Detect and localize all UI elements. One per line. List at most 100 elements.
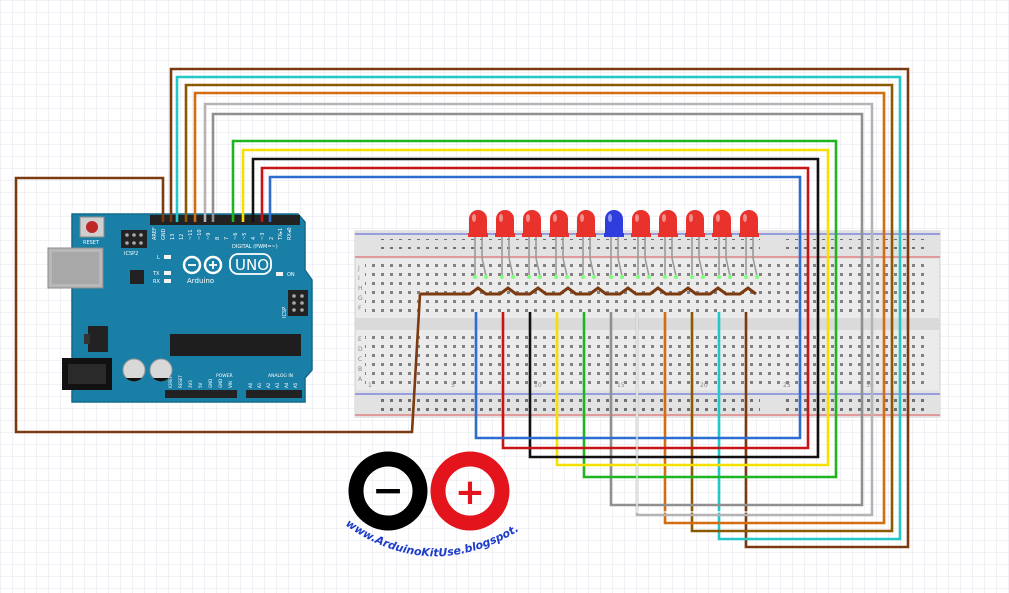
reset-label: RESET: [83, 240, 100, 246]
red-led: [549, 210, 569, 279]
power-pin-label: VIN: [228, 381, 233, 388]
jumper-wire: [231, 139, 838, 479]
rx-led: [164, 279, 171, 283]
digital-pin-label: 7: [224, 237, 230, 240]
digital-label: DIGITAL (PWM=~): [232, 244, 278, 250]
l-label: L: [157, 255, 160, 261]
power-pin-label: 5V: [198, 382, 203, 388]
row-letter: B: [358, 366, 362, 373]
digital-pin-label: ~3: [260, 233, 266, 240]
analog-pin-label: A1: [257, 382, 262, 388]
icsp2-header: [121, 230, 147, 248]
row-letter: D: [358, 346, 363, 353]
brand-label: Arduino: [187, 277, 214, 285]
power-pin-label: GND: [218, 379, 223, 388]
digital-pin-label: 2: [269, 237, 275, 240]
uno-badge: [229, 253, 272, 275]
analog-pin-label: A0: [248, 382, 253, 388]
power-label: POWER: [216, 373, 233, 379]
digital-pin-label: ~6: [233, 233, 239, 240]
digital-pin-label: AREF: [152, 227, 158, 240]
digital-pin-label: 13: [170, 234, 176, 240]
jumper-wire: [260, 166, 810, 450]
board-infinity-logo: [182, 255, 223, 275]
red-led: [631, 210, 651, 279]
icsp-label: ICSP: [282, 307, 288, 318]
capacitor-1: [122, 358, 146, 382]
digital-pin-label: TX▸1: [278, 228, 284, 241]
row-letter: I: [358, 275, 360, 282]
red-led: [495, 210, 515, 279]
center-channel: [355, 318, 940, 330]
reset-button-cap[interactable]: [86, 221, 98, 233]
jumper-wire: [241, 148, 830, 467]
digital-pin-label: 8: [215, 237, 221, 240]
row-letter: A: [358, 376, 363, 383]
power-pin-labels: IOREF RESET 3V3 5V GND GND VIN: [168, 375, 233, 388]
resistor-chain: [420, 286, 757, 296]
wire-highlight: [636, 312, 866, 513]
l-led: [164, 255, 171, 259]
digital-header: [150, 215, 300, 225]
jumper-wire: [184, 83, 894, 533]
analog-header: [246, 390, 302, 398]
row-letter: G: [358, 295, 363, 302]
red-led: [685, 210, 705, 279]
digital-pin-label: ~5: [242, 233, 248, 240]
row-letter: E: [358, 336, 362, 343]
red-led: [522, 210, 542, 279]
power-header: [165, 390, 237, 398]
jumper-wires: [14, 67, 910, 549]
jumper-wire: [268, 175, 802, 440]
power-pin-label: GND: [208, 379, 213, 388]
analog-pin-label: A2: [266, 382, 271, 388]
ground-wire: [14, 176, 422, 434]
blue-led: [604, 210, 624, 279]
power-pin-label: IOREF: [168, 375, 173, 388]
red-led: [712, 210, 732, 279]
analog-pin-label: A3: [275, 382, 280, 388]
column-number: 10: [534, 382, 542, 389]
tx-led: [164, 271, 171, 275]
logo-minus-symbol: −: [372, 468, 404, 512]
logo-plus-symbol: +: [455, 472, 485, 513]
jumper-wire: [193, 91, 886, 525]
digital-pin-label: GND: [161, 228, 167, 240]
row-letter: C: [358, 356, 362, 363]
column-number: 15: [617, 382, 625, 389]
usb-chip: [130, 270, 144, 284]
column-number: 25: [783, 382, 791, 389]
terminal-block-top: [365, 264, 925, 314]
digital-pin-label: 4: [251, 237, 257, 240]
power-pin-label: 3V3: [188, 380, 193, 388]
icsp-header: [288, 290, 308, 316]
power-pin-label: RESET: [178, 375, 183, 388]
rx-label: RX: [153, 279, 160, 285]
icsp2-label: ICSP2: [124, 251, 138, 257]
digital-pin-label: ~10: [197, 229, 203, 240]
column-number: 5: [451, 382, 455, 389]
column-number: 30: [866, 382, 874, 389]
column-number: 1: [368, 382, 372, 389]
logo-minus-circle: [348, 451, 428, 531]
logo-plus-circle: [430, 451, 510, 531]
column-number: 20: [700, 382, 708, 389]
on-led: [276, 272, 283, 276]
top-rail-holes: [380, 239, 930, 252]
jumper-wire: [251, 157, 820, 459]
jumper-wire: [169, 67, 910, 549]
jumper-wire: [211, 112, 864, 507]
analog-pin-label: A5: [293, 382, 298, 388]
row-letter: H: [358, 285, 363, 292]
tx-label: TX: [152, 271, 160, 277]
row-letter: F: [358, 305, 362, 312]
digital-pin-label: ~11: [188, 229, 194, 240]
bottom-rail-holes: [380, 398, 930, 411]
